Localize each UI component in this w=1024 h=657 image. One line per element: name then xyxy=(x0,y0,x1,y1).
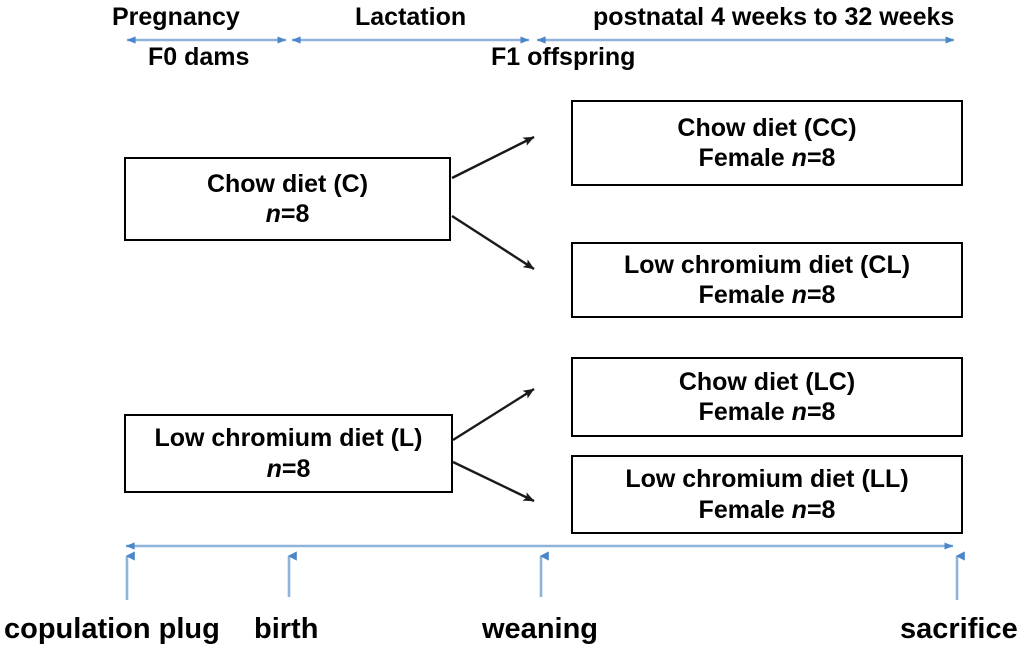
group-box-f0-lowcr-n: n=8 xyxy=(267,454,311,485)
phase-label-postnatal: postnatal 4 weeks to 32 weeks xyxy=(593,3,955,31)
n-symbol: n xyxy=(791,281,807,309)
n-value: =8 xyxy=(806,144,836,172)
connector-c-to-cl xyxy=(451,214,535,271)
connector-l-to-ll xyxy=(452,460,535,503)
group-box-f0-chow-title: Chow diet (C) xyxy=(206,169,369,198)
group-box-f1-lc: Chow diet (LC) Female n=8 xyxy=(571,357,963,437)
connector-arrows-f0-chow xyxy=(451,135,535,271)
bottom-timeline-arrows xyxy=(125,542,965,600)
n-value: =8 xyxy=(281,454,311,483)
group-box-f1-cl-title: Low chromium diet (CL) xyxy=(623,250,911,279)
n-value: =8 xyxy=(806,398,836,426)
group-box-f1-cl: Low chromium diet (CL) Female n=8 xyxy=(571,242,963,318)
n-symbol: n xyxy=(791,144,807,172)
n-symbol: n xyxy=(266,454,282,483)
event-label-birth: birth xyxy=(254,613,319,645)
connector-c-to-cc xyxy=(451,135,535,180)
group-box-f1-cc-n: Female n=8 xyxy=(699,143,836,174)
event-label-copulation-plug: copulation plug xyxy=(4,613,220,645)
group-box-f1-ll: Low chromium diet (LL) Female n=8 xyxy=(571,455,963,534)
n-symbol: n xyxy=(265,200,281,228)
sex-label: Female xyxy=(698,398,792,426)
event-label-sacrifice: sacrifice xyxy=(900,613,1018,645)
group-box-f0-chow: Chow diet (C) n=8 xyxy=(124,157,451,241)
n-symbol: n xyxy=(791,398,807,426)
group-box-f1-lc-title: Chow diet (LC) xyxy=(678,367,856,396)
connector-arrows-f0-lowcr xyxy=(452,387,535,503)
sex-label: Female xyxy=(698,281,792,309)
n-value: =8 xyxy=(806,495,836,524)
group-box-f1-cl-n: Female n=8 xyxy=(699,280,836,311)
group-box-f1-cc: Chow diet (CC) Female n=8 xyxy=(571,100,963,186)
group-box-f1-lc-n: Female n=8 xyxy=(699,397,836,428)
group-box-f0-chow-n: n=8 xyxy=(266,199,310,230)
event-label-weaning: weaning xyxy=(482,613,599,645)
group-box-f0-lowcr: Low chromium diet (L) n=8 xyxy=(124,414,453,493)
sex-label: Female xyxy=(698,495,792,524)
generation-label-f1: F1 offspring xyxy=(491,43,636,71)
n-value: =8 xyxy=(280,200,310,228)
generation-label-f0: F0 dams xyxy=(148,43,250,71)
group-box-f1-ll-n: Female n=8 xyxy=(699,495,836,526)
sex-label: Female xyxy=(698,144,792,172)
connector-l-to-lc xyxy=(452,387,535,442)
n-symbol: n xyxy=(791,495,807,524)
phase-label-pregnancy: Pregnancy xyxy=(112,3,240,31)
n-value: =8 xyxy=(806,281,836,309)
group-box-f1-ll-title: Low chromium diet (LL) xyxy=(625,465,909,493)
group-box-f0-lowcr-title: Low chromium diet (L) xyxy=(154,424,423,452)
group-box-f1-cc-title: Chow diet (CC) xyxy=(677,113,857,142)
phase-label-lactation: Lactation xyxy=(355,3,467,31)
